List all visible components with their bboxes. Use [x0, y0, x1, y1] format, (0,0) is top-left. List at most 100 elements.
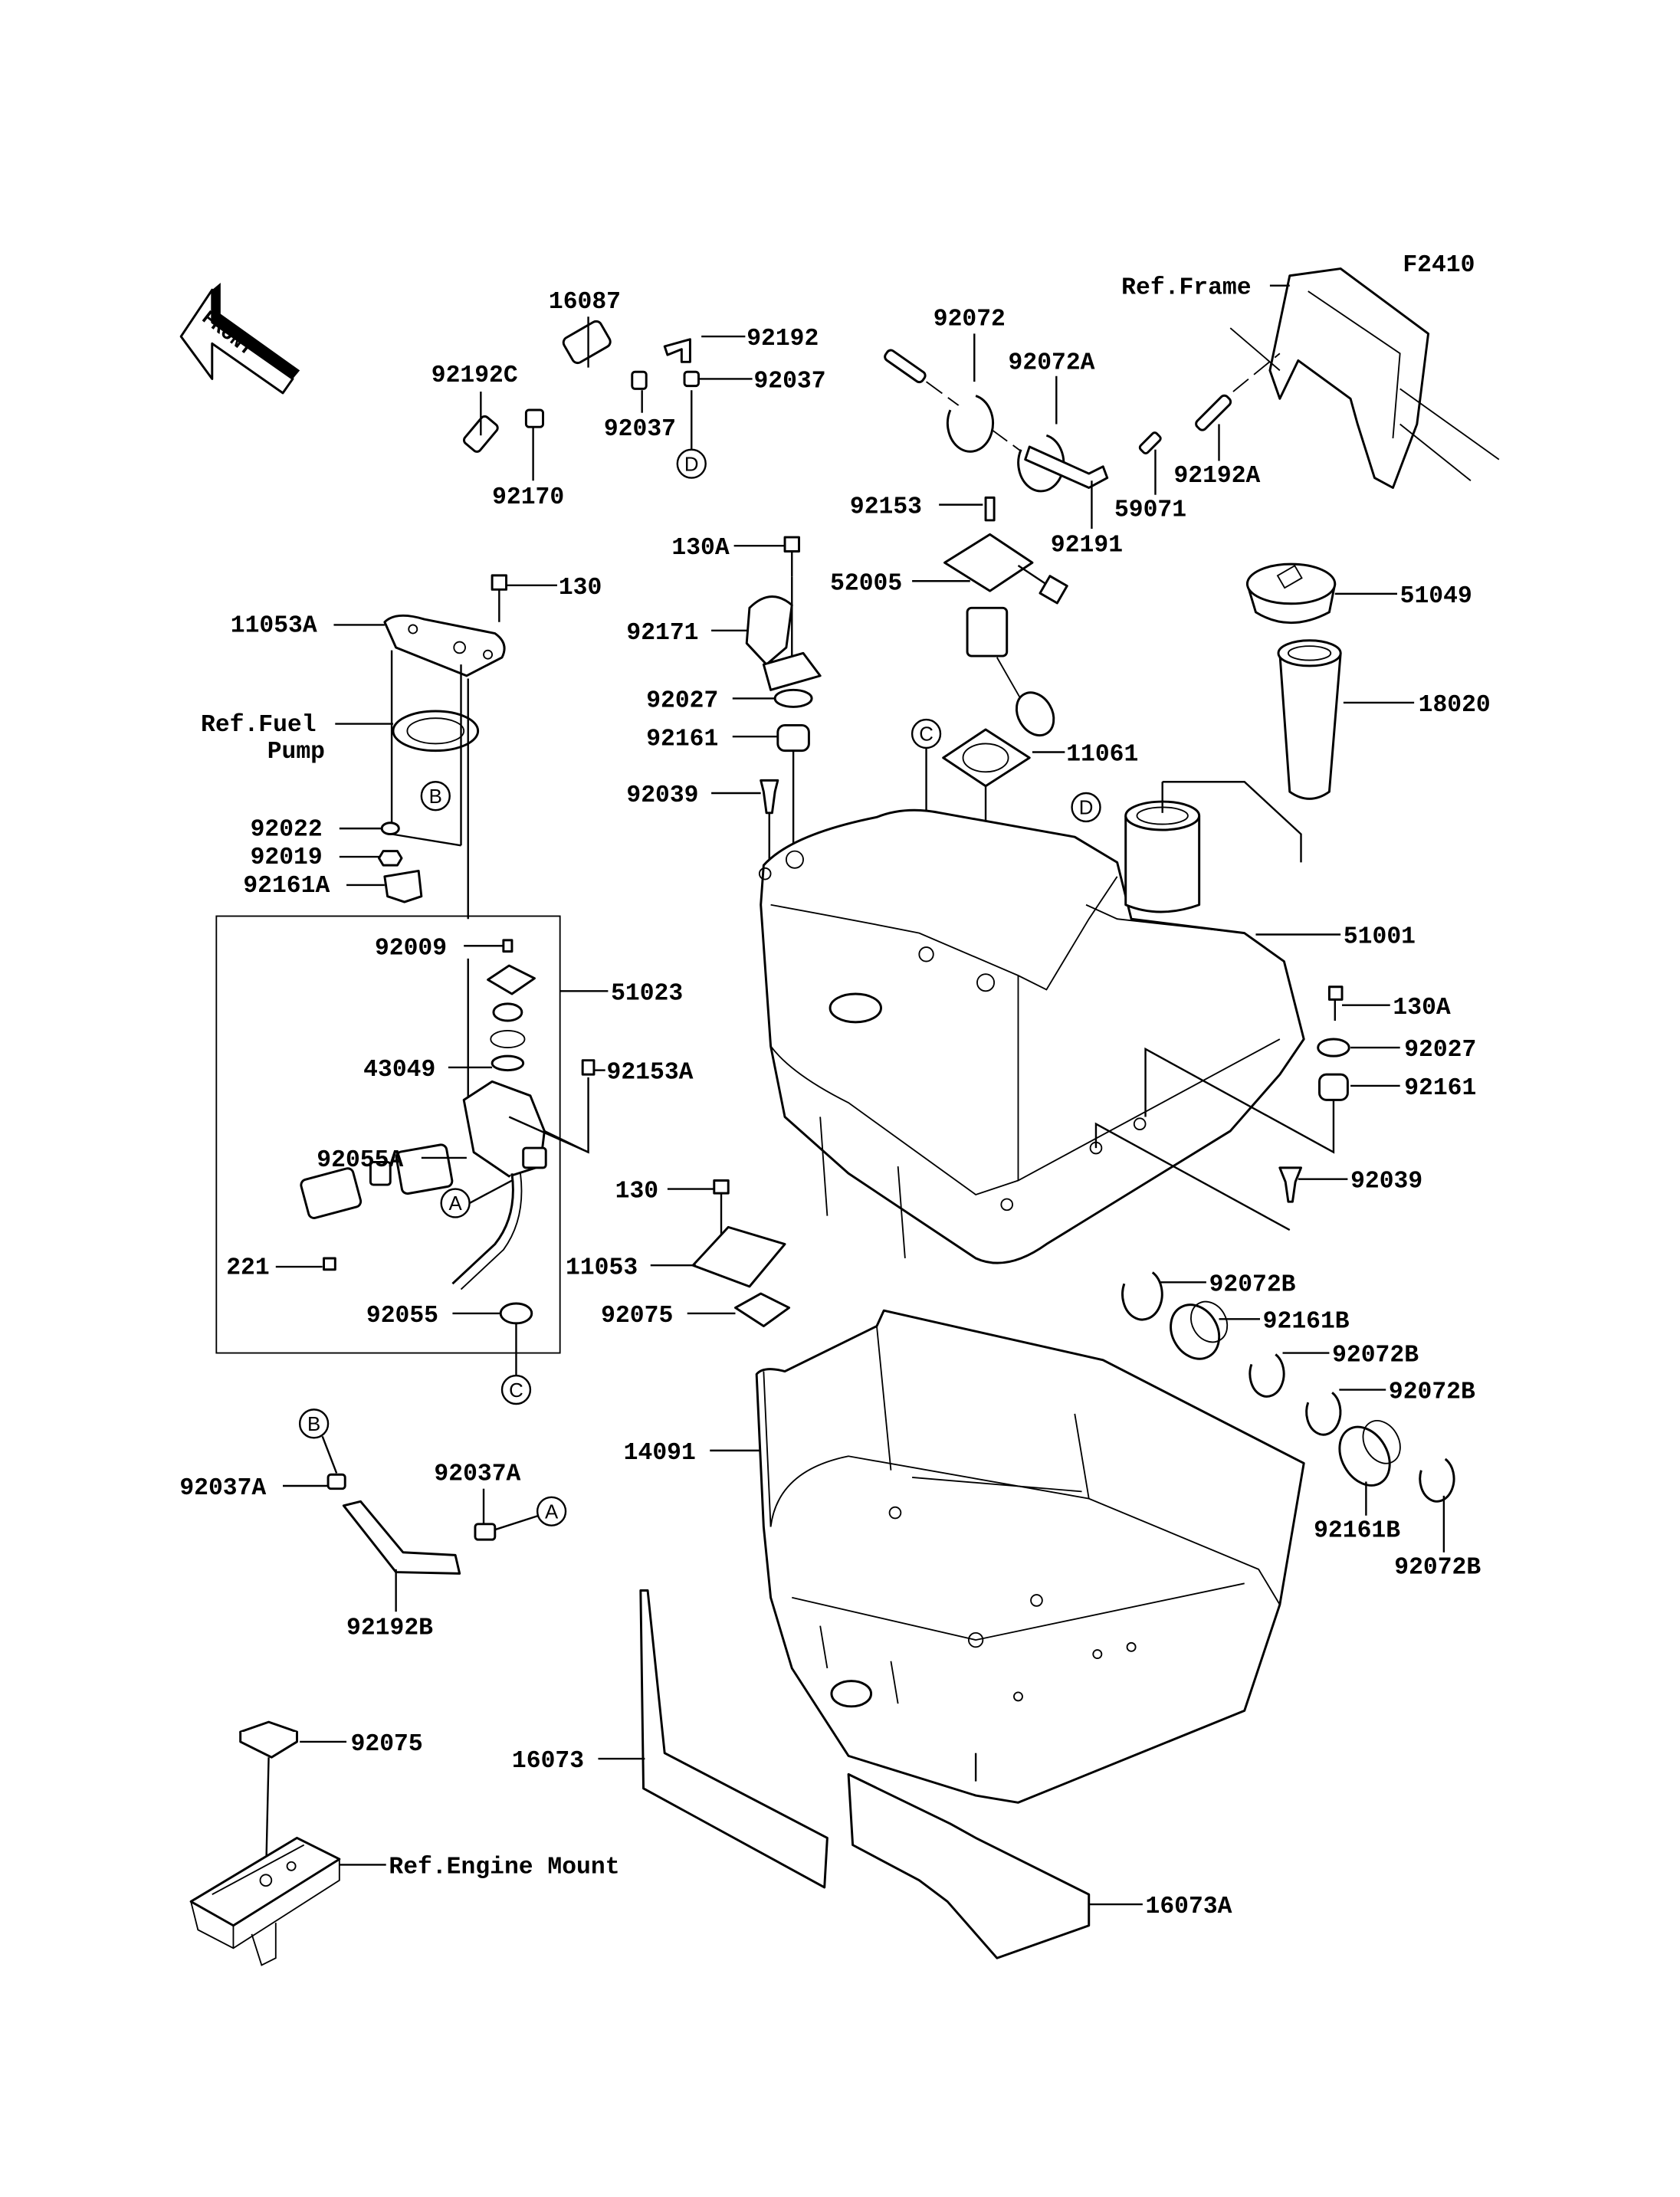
- part-label: 221: [226, 1254, 269, 1281]
- bracket-11053: [691, 1225, 786, 1288]
- part-label: 92037: [753, 369, 825, 395]
- hose-clamps-92072: [884, 349, 1281, 493]
- ref-frame-label: Ref.Frame: [1121, 275, 1251, 302]
- frame-bracket: [1229, 267, 1500, 489]
- part-label: 92153A: [607, 1060, 694, 1087]
- damper-92161a: [383, 869, 423, 903]
- washer-92022: [380, 821, 400, 835]
- part-label: 52005: [830, 570, 902, 597]
- screw-92009: [502, 939, 514, 953]
- part-label: 92037: [604, 416, 676, 443]
- connector-a: A: [536, 1496, 567, 1526]
- connector-d: D: [676, 448, 707, 479]
- part-label: 92161: [1404, 1075, 1476, 1102]
- diagram-id: F2410: [1403, 252, 1475, 279]
- bolt-130a: [1327, 985, 1344, 1001]
- nut-92019: [378, 850, 403, 867]
- svg-text:C: C: [509, 1380, 523, 1402]
- part-label: 92072B: [1332, 1343, 1419, 1369]
- part-label: 51049: [1400, 583, 1472, 610]
- part-label: 92037A: [434, 1461, 520, 1488]
- part-label: 92161B: [1263, 1308, 1350, 1335]
- filler-tube-18020: [1277, 639, 1342, 800]
- part-label: 92192A: [1173, 463, 1260, 490]
- part-label: 92039: [626, 782, 698, 809]
- part-label: 92161: [646, 726, 718, 753]
- ref-fuel-pump-label-1: Ref.Fuel: [201, 712, 317, 739]
- part-label: 130: [559, 575, 602, 602]
- connector-b: B: [420, 781, 451, 812]
- fuel-pump-assembly-box: [215, 915, 561, 1354]
- part-label: 14091: [624, 1440, 696, 1467]
- part-label: 92072B: [1389, 1379, 1475, 1406]
- clamp-92037a: [474, 1523, 497, 1541]
- fuel-tank-51001: [758, 800, 1305, 1264]
- o-ring-92055: [499, 1302, 533, 1325]
- part-label: 92039: [1350, 1169, 1422, 1195]
- part-label: 130A: [671, 535, 729, 562]
- svg-text:B: B: [307, 1414, 320, 1435]
- connector-a: A: [440, 1188, 471, 1218]
- part-label: 92055A: [317, 1147, 403, 1174]
- part-label: 92192C: [431, 362, 518, 389]
- damper-92161: [1318, 1073, 1349, 1101]
- engine-mount: [189, 1836, 341, 1966]
- part-label: 92072B: [1394, 1554, 1481, 1581]
- part-label: 92192B: [346, 1615, 433, 1642]
- part-label: 92192: [746, 326, 819, 353]
- part-label: 92075: [351, 1731, 423, 1758]
- part-label: 92027: [1404, 1037, 1476, 1064]
- part-label: 16073: [512, 1748, 584, 1775]
- skid-plate-14091: [755, 1309, 1305, 1804]
- part-label: 51001: [1344, 924, 1416, 951]
- part-label: 92055: [366, 1303, 438, 1330]
- part-label: 92171: [626, 620, 698, 647]
- svg-text:B: B: [429, 786, 442, 808]
- svg-text:D: D: [684, 454, 699, 475]
- clamp-92037a: [326, 1473, 346, 1490]
- part-label: 92153: [850, 494, 922, 521]
- shield-16073: [639, 1589, 829, 1889]
- fuel-pump-51023: [300, 964, 547, 1290]
- svg-text:A: A: [449, 1193, 463, 1215]
- part-label: 92009: [375, 935, 447, 962]
- part-label: 92019: [251, 844, 323, 871]
- part-label: 92022: [251, 816, 323, 843]
- connector-d: D: [1071, 792, 1101, 823]
- connector-c: C: [500, 1374, 532, 1405]
- clamps-dampers: [1121, 1271, 1455, 1503]
- hose-92192b: [342, 1500, 461, 1575]
- fuel-level-sender-52005: [943, 496, 1068, 737]
- part-label: 130A: [1393, 995, 1450, 1021]
- damper-92161: [776, 723, 810, 753]
- part-label: 51023: [611, 980, 683, 1007]
- part-label: 92075: [601, 1303, 673, 1330]
- clip-92039: [1278, 1166, 1302, 1203]
- part-label: 92191: [1051, 533, 1123, 559]
- part-label: 92072A: [1009, 350, 1095, 377]
- part-label: 11053A: [231, 613, 317, 640]
- plate-11053a: [383, 614, 506, 677]
- connector-b: B: [298, 1408, 330, 1439]
- part-label: 92161A: [243, 873, 330, 900]
- fuel-cap-51049: [1245, 562, 1337, 625]
- part-label: 43049: [363, 1057, 435, 1084]
- ref-fuel-pump-label-2: Pump: [267, 739, 325, 766]
- part-label: 11061: [1066, 742, 1138, 769]
- svg-text:C: C: [919, 724, 934, 746]
- part-label: 92161B: [1314, 1517, 1400, 1544]
- svg-text:D: D: [1079, 798, 1094, 819]
- part-label: 92037A: [179, 1475, 266, 1502]
- part-label: 92170: [492, 484, 564, 511]
- part-label: 59071: [1114, 497, 1186, 523]
- part-label: 92027: [646, 687, 718, 714]
- shield-16073a: [847, 1772, 1091, 1959]
- collar-92027: [773, 688, 813, 708]
- bolt-130: [713, 1179, 730, 1195]
- part-label: 92072B: [1209, 1271, 1296, 1298]
- front-arrow-icon: FRONT: [179, 282, 300, 395]
- collar-92027: [1317, 1038, 1350, 1058]
- part-label: 130: [615, 1179, 658, 1205]
- fuel-pump-mount: [390, 650, 480, 920]
